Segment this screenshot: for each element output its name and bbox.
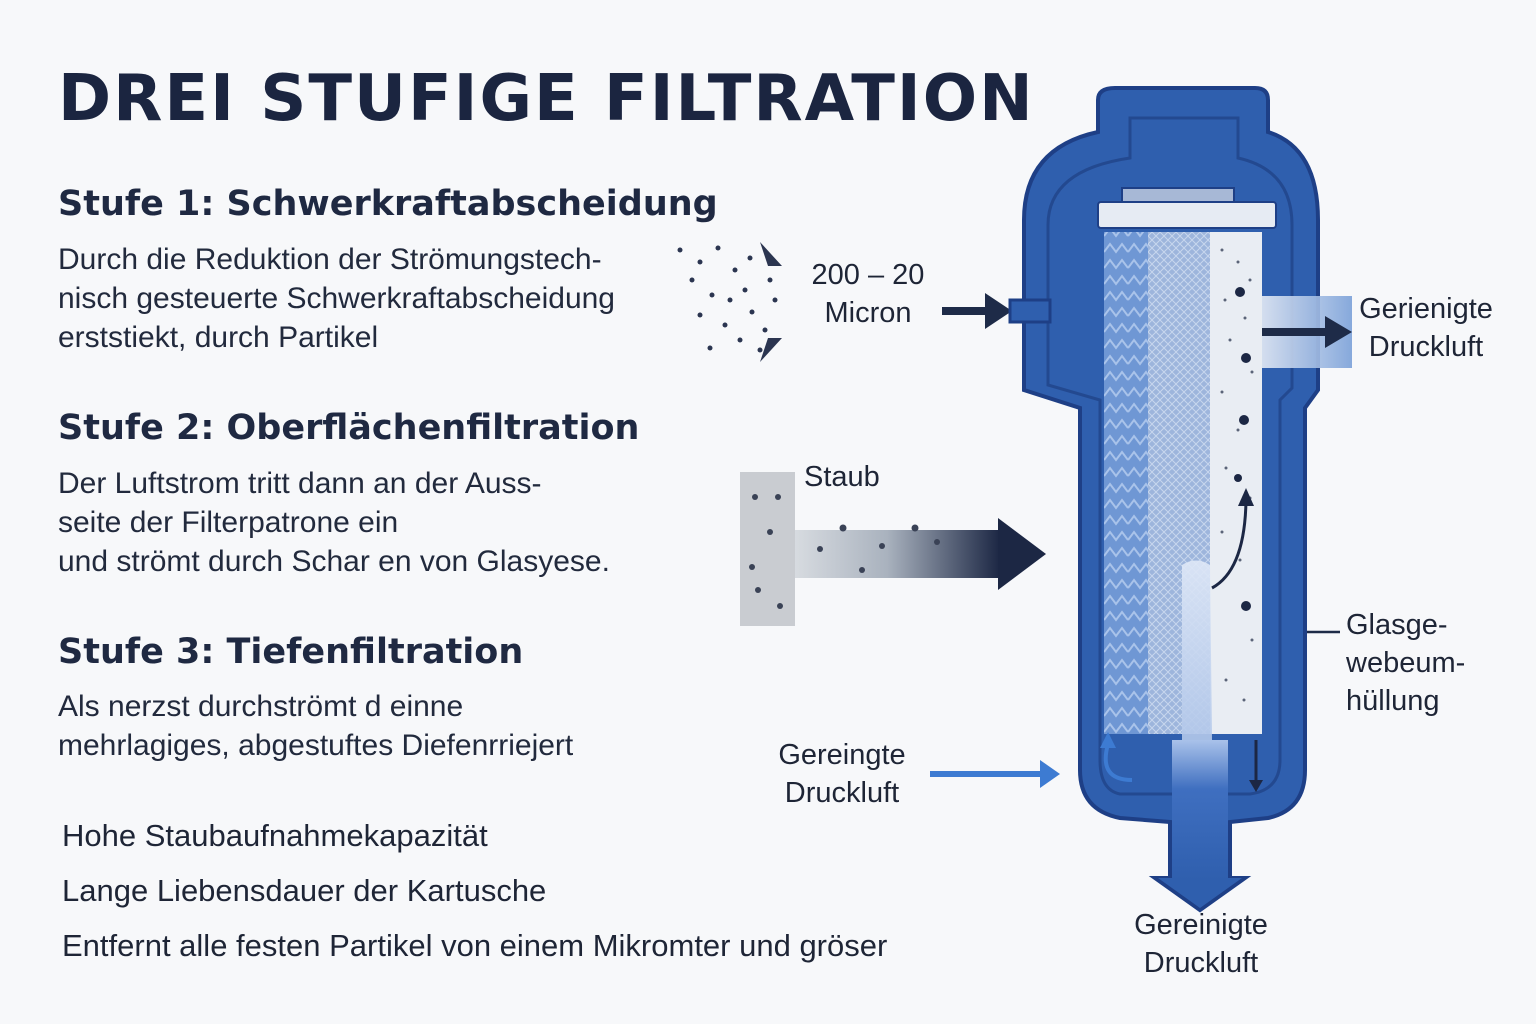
stage-1-line: Durch die Reduktion der Strömungstech-	[58, 243, 602, 276]
outlet-bottom-label: Gereinigte Druckluft	[1134, 909, 1268, 979]
particle-cloud	[677, 245, 778, 353]
staub-label: Staub	[804, 461, 880, 493]
page-title: DREI STUFIGE FILTRATION	[58, 62, 1035, 136]
outlet-arrow-icon	[1262, 296, 1352, 368]
stage-3-text: Als nerzst durchströmt d einne mehrlagig…	[58, 687, 573, 765]
stage-2-text: Der Luftstrom tritt dann an der Auss- se…	[58, 464, 610, 581]
stage-3-line: mehrlagiges, abgestuftes Diefenrriejert	[58, 729, 574, 762]
chevron-icon	[760, 242, 782, 362]
stage-3-line: Als nerzst durchströmt d einne	[58, 690, 464, 723]
micron-label: 200 – 20 Micron	[811, 259, 925, 329]
stage-1-line: erststiekt, durch Partikel	[58, 321, 379, 354]
stage-3-heading: Stufe 3: Tiefenfiltration	[58, 632, 524, 672]
feature-item: Hohe Staubaufnahmekapazität	[62, 818, 488, 853]
stage-1-heading: Stufe 1: Schwerkraftabscheidung	[58, 184, 718, 224]
stage-2-line: Der Luftstrom tritt dann an der Auss-	[58, 467, 542, 500]
feature-item: Lange Liebensdauer der Kartusche	[62, 873, 547, 908]
inlet-arrow-icon	[942, 293, 1012, 329]
stage-2-heading: Stufe 2: Oberflächenfiltration	[58, 408, 640, 448]
stage-2-line: seite der Filterpatrone ein	[58, 506, 399, 539]
clean-air-arrow-icon	[930, 760, 1060, 788]
glass-wrap-label: Glasge- webeum- hüllung	[1346, 609, 1466, 717]
stage-2-line: und strömt durch Schar en von Glasyese.	[58, 545, 610, 578]
outlet-right-label: Gerienigte Druckluft	[1359, 293, 1493, 363]
stage-1-text: Durch die Reduktion der Strömungstech- n…	[58, 240, 615, 357]
feature-item: Entfernt alle festen Partikel von einem …	[62, 928, 888, 963]
inlet-bottom-label: Gereingte Druckluft	[778, 739, 906, 809]
filter-housing	[1008, 86, 1320, 913]
dust-arrow	[740, 472, 1046, 626]
stage-1-line: nisch gesteuerte Schwerkraftabscheidung	[58, 282, 615, 315]
